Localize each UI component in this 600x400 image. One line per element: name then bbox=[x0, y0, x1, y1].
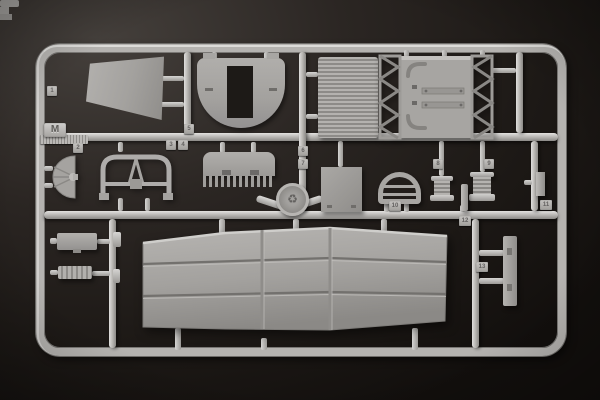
runner-vertical-5 bbox=[109, 219, 116, 348]
part-gun-mount-base bbox=[0, 14, 12, 20]
part-number-tag: 11 bbox=[540, 200, 552, 210]
part-windscreen-frame bbox=[99, 154, 173, 200]
part-number-tag: 4 bbox=[178, 140, 188, 150]
part-number-tag: 2 bbox=[73, 143, 83, 153]
sprue-gate bbox=[92, 271, 110, 276]
runner-vertical-2 bbox=[299, 52, 306, 211]
part-number-tag: 13 bbox=[476, 262, 488, 272]
part-number-tag: 3 bbox=[166, 140, 176, 150]
part-side-plate bbox=[503, 236, 517, 306]
part-detail bbox=[269, 88, 277, 91]
part-cylinder-drum-1-flange bbox=[430, 195, 454, 201]
sprue-gate bbox=[338, 141, 343, 167]
runner-vertical-1 bbox=[184, 52, 191, 133]
part-cowl-cutout bbox=[227, 66, 253, 118]
part-cylinder-drum-1-body bbox=[434, 181, 450, 195]
sprue-gate bbox=[44, 183, 53, 188]
sprue-gate bbox=[145, 198, 150, 211]
part-detail bbox=[507, 284, 512, 291]
part-number-tag: 7 bbox=[298, 159, 308, 169]
mold-letter-tag: M bbox=[44, 123, 66, 137]
sprue-gate bbox=[404, 50, 409, 57]
part-cylinder-drum-2-flange bbox=[469, 194, 495, 201]
part-cylinder-drum-2 bbox=[470, 172, 494, 177]
sprue-gate bbox=[97, 239, 110, 244]
mold-code-strip bbox=[40, 135, 88, 144]
part-tab bbox=[267, 53, 279, 59]
part-wing-lower-panel bbox=[142, 226, 448, 331]
part-radiator-comb bbox=[203, 152, 275, 176]
sprue-gate bbox=[251, 142, 256, 153]
part-detail bbox=[327, 205, 332, 208]
part-detail bbox=[205, 88, 213, 91]
part-equipment-box bbox=[57, 233, 97, 253]
part-number-tag: 6 bbox=[298, 146, 308, 156]
sprue-gate bbox=[113, 269, 120, 283]
runner-vertical-6 bbox=[472, 219, 479, 348]
part-radiator-comb-teeth bbox=[203, 176, 275, 187]
sprue-outer-frame bbox=[36, 44, 566, 356]
sprue-gate bbox=[160, 76, 184, 81]
sprue-gate bbox=[219, 219, 225, 243]
part-detail bbox=[383, 193, 416, 196]
sprue-gate bbox=[404, 203, 409, 212]
part-truss-frame-panel bbox=[377, 54, 495, 140]
sprue-gate bbox=[261, 338, 267, 350]
sprue-gate bbox=[50, 270, 58, 275]
sprue-gate bbox=[293, 219, 299, 233]
part-detail bbox=[222, 170, 231, 175]
sprue-gate bbox=[384, 203, 389, 212]
part-detail bbox=[351, 205, 356, 208]
sprue-gate bbox=[479, 278, 504, 284]
part-fan-quadrant bbox=[52, 155, 78, 199]
sprue-gate bbox=[220, 142, 225, 153]
part-detail bbox=[507, 248, 512, 255]
sprue-gate bbox=[264, 52, 269, 60]
sprue-gate bbox=[306, 72, 318, 77]
part-corrugated-deck-panel bbox=[318, 57, 378, 138]
sprue-gate bbox=[160, 102, 184, 107]
part-number-tag: 8 bbox=[433, 159, 443, 169]
sprue-gate bbox=[480, 141, 485, 172]
part-gun-mount-barrel bbox=[0, 7, 9, 14]
sprue-gate bbox=[442, 50, 447, 57]
sprue-gate bbox=[439, 141, 444, 176]
sprue-gate bbox=[492, 68, 516, 73]
part-cross-fitting bbox=[461, 184, 468, 211]
sprue-gate bbox=[480, 50, 485, 57]
part-number-tag: 9 bbox=[484, 159, 494, 169]
sprue-gate bbox=[118, 142, 123, 152]
sprue-gate bbox=[479, 250, 504, 256]
part-cowl-panel bbox=[197, 53, 285, 128]
sprue-gate bbox=[412, 328, 418, 350]
part-ribbed-box bbox=[58, 266, 92, 279]
runner-vertical-4 bbox=[531, 141, 538, 211]
part-cross-fitting-arm bbox=[0, 0, 19, 7]
sprue-gate bbox=[175, 328, 181, 350]
runner-vertical-3 bbox=[516, 52, 523, 133]
sprue-gate bbox=[306, 114, 318, 119]
part-tab bbox=[73, 249, 81, 253]
recycling-mark-icon: ♻ bbox=[276, 183, 309, 216]
sprue-gate bbox=[524, 180, 532, 185]
sprue-gate bbox=[118, 198, 123, 211]
part-detail bbox=[250, 170, 259, 175]
sprue-gate bbox=[44, 166, 53, 171]
part-cylinder-drum-2-body bbox=[473, 177, 491, 194]
part-cylinder-drum-1 bbox=[431, 176, 453, 181]
part-number-tag: 5 bbox=[184, 124, 194, 134]
part-gun-mount bbox=[536, 172, 545, 196]
sprue-gate bbox=[381, 219, 387, 233]
part-number-tag: 10 bbox=[389, 201, 401, 211]
part-detail bbox=[383, 185, 416, 188]
part-number-tag: 1 bbox=[47, 86, 57, 96]
part-tab bbox=[203, 53, 215, 59]
runner-middle bbox=[44, 211, 558, 219]
part-number-tag: 12 bbox=[459, 216, 471, 226]
part-access-plate bbox=[321, 167, 362, 212]
sprue-gate bbox=[50, 238, 57, 244]
sprue-gate bbox=[113, 232, 121, 247]
